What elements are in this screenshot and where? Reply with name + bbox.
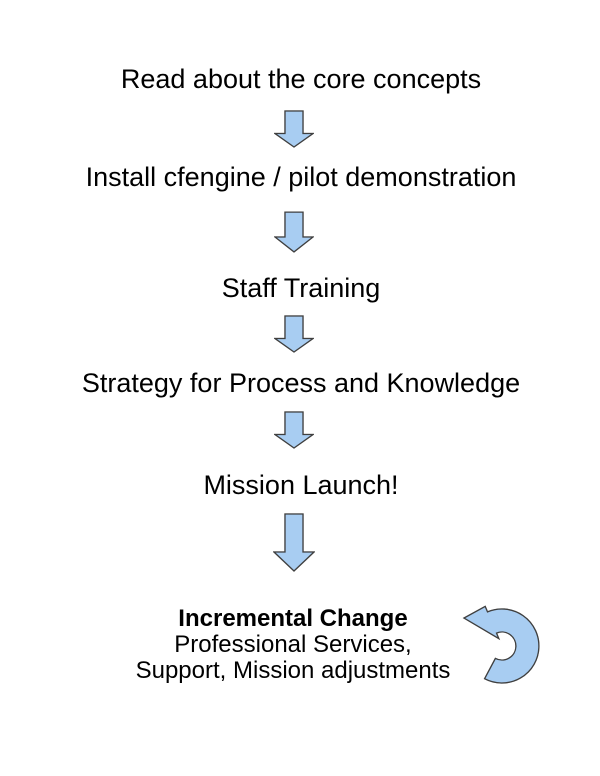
down-arrow-icon — [274, 411, 314, 449]
down-arrow-icon — [274, 315, 314, 353]
flow-step-1-label: Read about the core concepts — [120, 64, 482, 94]
flow-step-3-label: Staff Training — [221, 273, 381, 303]
down-arrow-icon — [273, 513, 315, 572]
final-step-subtitle-line-1: Professional Services, — [174, 631, 412, 658]
down-arrow-icon — [274, 211, 314, 253]
flow-step-4-label: Strategy for Process and Knowledge — [81, 368, 521, 398]
flow-step-2-label: Install cfengine / pilot demonstration — [85, 162, 517, 192]
final-step-title: Incremental Change — [178, 605, 408, 632]
down-arrow-icon — [274, 110, 314, 148]
loop-arrow-icon — [462, 605, 540, 684]
final-step: Incremental Change Professional Services… — [0, 606, 593, 684]
flow-step-5-label: Mission Launch! — [203, 470, 399, 500]
final-step-subtitle-line-2: Support, Mission adjustments — [135, 657, 451, 684]
